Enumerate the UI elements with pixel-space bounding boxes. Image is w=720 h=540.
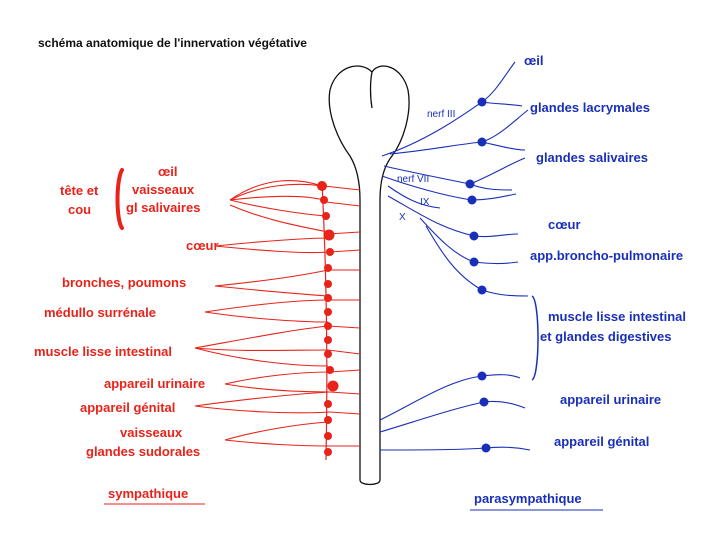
parasympathetic-ganglion — [481, 443, 491, 453]
sympathetic-ganglion — [327, 380, 339, 392]
parasympathetic-label-eye: œil — [524, 53, 544, 68]
parasympathetic-ganglion — [467, 195, 477, 205]
sympathetic-label-sweat: glandes sudorales — [86, 444, 200, 459]
parasympathetic-ganglion — [479, 397, 489, 407]
sympathetic-ganglion — [326, 366, 334, 374]
parasympathetic-label-heart: cœur — [548, 217, 581, 232]
sympathetic-label-adrenal: médullo surrénale — [44, 305, 156, 320]
sympathetic-ganglion — [326, 248, 334, 256]
sympathetic-label-bronchi: bronches, poumons — [62, 275, 186, 290]
head-neck-label-line1: tête et — [60, 183, 99, 198]
parasympathetic-ganglion — [477, 285, 487, 295]
diagram-title: schéma anatomique de l'innervation végét… — [38, 36, 307, 50]
parasympathetic-ganglion — [477, 97, 487, 107]
parasympathetic-ganglion — [469, 257, 479, 267]
sympathetic-ganglion — [324, 280, 332, 288]
nerve-label-vii: nerf VII — [397, 174, 429, 185]
parasympathetic-fibers — [379, 61, 531, 451]
sympathetic-ganglion — [324, 322, 332, 330]
intestinal-bracket — [531, 295, 539, 381]
sympathetic-label-vessels-head: vaisseaux — [132, 182, 195, 197]
sympathetic-ganglion — [322, 212, 330, 220]
parasympathetic-label-salivary: glandes salivaires — [536, 150, 648, 165]
sympathetic-ganglion — [324, 416, 332, 424]
head-neck-label-line2: cou — [68, 202, 91, 217]
parasympathetic-ganglion — [469, 231, 479, 241]
sympathetic-ganglion — [317, 181, 327, 191]
sympathetic-ganglion — [324, 336, 332, 344]
sympathetic-ganglion — [324, 400, 332, 408]
sympathetic-label-vessels-body: vaisseaux — [120, 425, 183, 440]
parasympathetic-label-lacrimal: glandes lacrymales — [530, 100, 650, 115]
sympathetic-label-heart: cœur — [186, 238, 219, 253]
sympathetic-label-eye: œil — [158, 164, 178, 179]
sympathetic-ganglion — [324, 264, 332, 272]
brain-spinal-cord-outline — [328, 65, 410, 486]
parasympathetic-label-bronchopulmonary: app.broncho-pulmonaire — [530, 248, 683, 263]
parasympathetic-label-intestine: muscle lisse intestinal — [548, 309, 686, 324]
parasympathetic-ganglia — [465, 97, 491, 453]
sympathetic-ganglion — [324, 448, 332, 456]
parasympathetic-ganglion — [477, 371, 487, 381]
parasympathetic-ganglion — [465, 179, 475, 189]
sympathetic-ganglion — [324, 308, 332, 316]
sympathetic-label-urinary: appareil urinaire — [104, 376, 205, 391]
sympathetic-ganglion — [320, 196, 328, 204]
sympathetic-label-salivary: gl salivaires — [126, 200, 200, 215]
sympathetic-label-genital: appareil génital — [80, 400, 175, 415]
sympathetic-ganglion — [324, 432, 332, 440]
parasympathetic-ganglion — [477, 137, 487, 147]
sympathetic-ganglion — [324, 350, 332, 358]
head-neck-bracket — [115, 168, 124, 230]
nerve-label-iii: nerf III — [427, 109, 455, 120]
sympathetic-footer: sympathique — [108, 486, 188, 501]
parasympathetic-footer: parasympathique — [474, 491, 582, 506]
sympathetic-ganglion — [323, 229, 335, 241]
parasympathetic-label-urinary: appareil urinaire — [560, 392, 661, 407]
sympathetic-ganglia — [317, 181, 339, 456]
sympathetic-ganglion — [324, 294, 332, 302]
nerve-label-ix: IX — [420, 197, 430, 208]
sympathetic-label-intestine: muscle lisse intestinal — [34, 344, 172, 359]
nerve-label-x: X — [399, 212, 406, 223]
parasympathetic-label-genital: appareil génital — [554, 434, 649, 449]
sympathetic-fibers — [194, 180, 361, 461]
parasympathetic-label-digestive: et glandes digestives — [540, 329, 672, 344]
